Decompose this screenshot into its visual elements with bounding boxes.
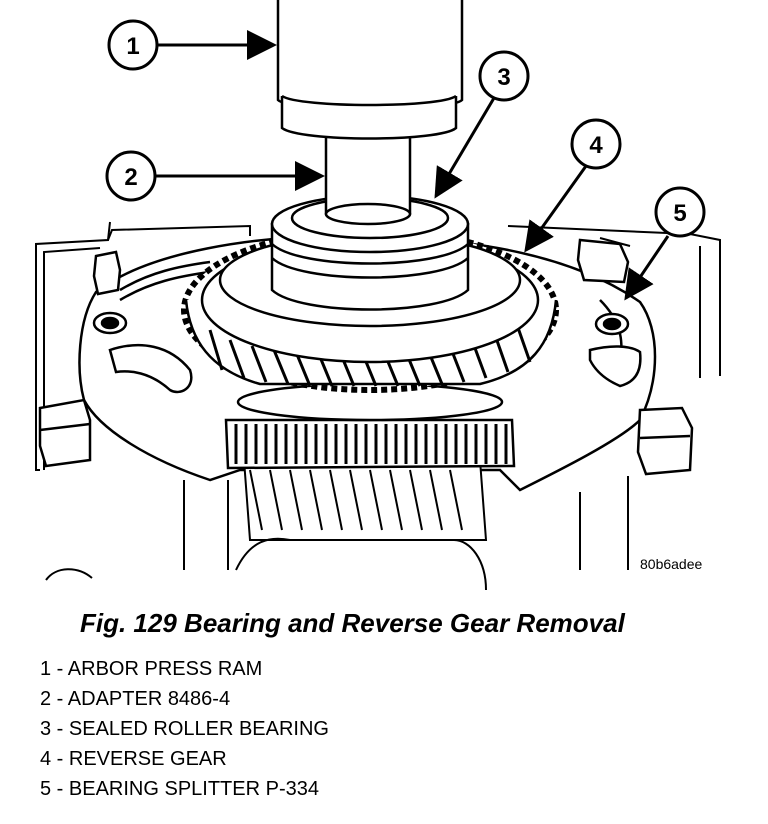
callout-2: 2 [105,150,157,202]
callout-5-number: 5 [673,200,686,227]
legend-list: 1 - ARBOR PRESS RAM 2 - ADAPTER 8486-4 3… [40,654,329,804]
adapter [324,128,412,226]
legend-item: 2 - ADAPTER 8486-4 [40,688,231,710]
splitter-blade [224,382,516,470]
partial-gear-outline [45,568,93,581]
callout-3-number: 3 [497,64,510,91]
callout-1: 1 [107,19,159,71]
callout-1-number: 1 [126,33,139,60]
callout-arrows [156,30,670,301]
figure-id: 80b6adee [640,556,703,572]
legend-item: 1 - ARBOR PRESS RAM [40,658,263,680]
callout-4: 4 [570,118,622,170]
figure-caption: Fig. 129 Bearing and Reverse Gear Remova… [80,608,625,638]
technical-illustration: 1 2 3 4 5 [35,0,721,590]
legend-item: 5 - BEARING SPLITTER P-334 [40,778,319,800]
press-frame [35,221,721,570]
legend-item: 3 - SEALED ROLLER BEARING [40,718,329,740]
legend-item: 4 - REVERSE GEAR [40,748,227,770]
callout-3: 3 [478,50,530,102]
arbor-press-ram [276,0,464,140]
callout-5: 5 [654,186,706,238]
callout-2-number: 2 [124,164,137,191]
lower-gear-cluster [235,459,488,590]
callout-4-number: 4 [589,132,603,159]
